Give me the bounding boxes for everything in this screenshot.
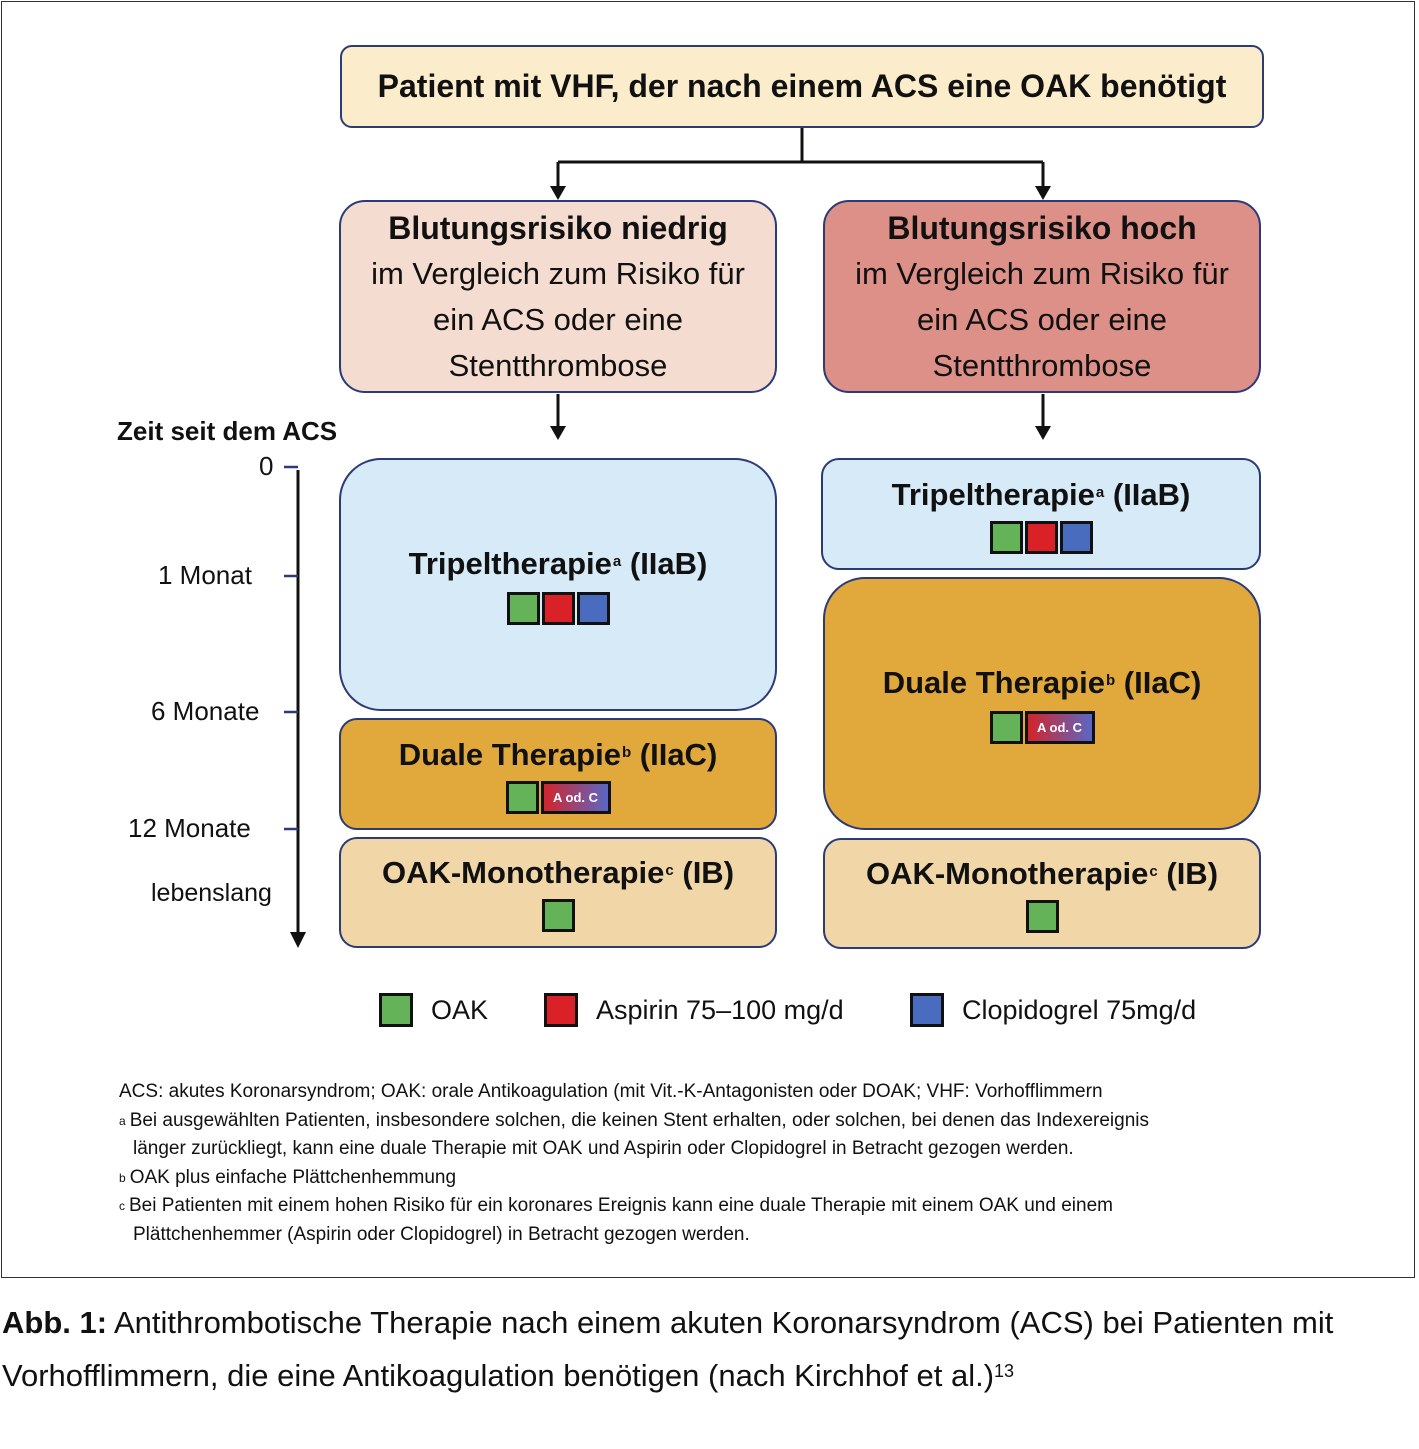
oak-square: [541, 899, 575, 932]
tick-6-months: 6 Monate: [151, 696, 260, 726]
aspirin-square: [541, 592, 575, 625]
footnote-a-cont: länger zurückliegt, kann eine duale Ther…: [133, 1138, 1074, 1159]
oak-square: [989, 520, 1023, 554]
footnote-abbrev: ACS: akutes Koronarsyndrom; OAK: orale A…: [119, 1081, 1103, 1102]
a-or-c-square: A od. C: [1024, 711, 1095, 744]
legend-aspirin: Aspirin 75–100 mg/d: [544, 993, 844, 1027]
oak-square: [506, 592, 540, 625]
tick-lifelong: lebenslang: [151, 879, 272, 907]
high-triple-title: Tripeltherapiea (IIaB): [891, 476, 1191, 512]
figure-caption: Abb. 1: Antithrombotische Therapie nach …: [2, 1305, 1334, 1393]
low-mono-box: OAK-Monotherapiec (IB): [339, 837, 777, 948]
low-triple-title: Tripeltherapiea (IIaB): [408, 546, 708, 581]
tick-1-month: 1 Monat: [158, 560, 252, 590]
patient-box: Patient mit VHF, der nach einem ACS eine…: [340, 45, 1264, 128]
high-dual-title: Duale Therapieb (IIaC): [882, 665, 1202, 700]
legend-clopidogrel: Clopidogrel 75mg/d: [910, 993, 1196, 1027]
oak-square: [1025, 900, 1059, 933]
footnote-c-cont: Plättchenhemmer (Aspirin oder Clopidogre…: [133, 1223, 750, 1245]
risk-low-box: Blutungsrisiko niedrig im Vergleich zum …: [339, 200, 777, 393]
oak-square: [989, 711, 1023, 744]
caption-label: Abb. 1:: [2, 1305, 108, 1340]
high-triple-box: Tripeltherapiea (IIaB): [821, 458, 1261, 570]
high-mono-title: OAK-Monotherapiec (IB): [865, 856, 1219, 891]
figure-frame: [1, 1, 1415, 1278]
axis-title: Zeit seit dem ACS: [117, 416, 338, 446]
risk-low-title: Blutungsrisiko niedrig: [388, 209, 728, 246]
legend-aspirin-swatch: [544, 993, 578, 1027]
high-mono-box: OAK-Monotherapiec (IB): [823, 838, 1261, 949]
high-dual-box: Duale Therapieb (IIaC) A od. C: [823, 577, 1261, 830]
tick-12-months: 12 Monate: [128, 813, 251, 843]
risk-high-box: Blutungsrisiko hoch im Vergleich zum Ris…: [823, 200, 1261, 393]
low-dual-title: Duale Therapieb (IIaC): [398, 736, 718, 772]
low-triple-box: Tripeltherapiea (IIaB): [339, 458, 777, 711]
oak-square: [505, 780, 539, 814]
caption-ref: 13: [994, 1361, 1015, 1381]
clopidogrel-square: [576, 592, 610, 625]
arrow-high-down: [1035, 426, 1051, 440]
tick-0: 0: [259, 451, 274, 481]
legend-oak: OAK: [379, 993, 488, 1027]
risk-high-title: Blutungsrisiko hoch: [887, 209, 1197, 246]
legend-clopidogrel-swatch: [910, 993, 944, 1027]
footnotes: ACS: akutes Koronarsyndrom; OAK: orale A…: [119, 1078, 1149, 1249]
low-mono-title: OAK-Monotherapiec (IB): [381, 855, 735, 890]
legend-oak-swatch: [379, 993, 413, 1027]
time-axis-arrow: [290, 932, 306, 948]
clopidogrel-square: [1059, 520, 1093, 554]
aspirin-square: [1024, 520, 1058, 554]
arrow-to-high: [1035, 186, 1051, 200]
arrow-low-down: [550, 426, 566, 440]
low-dual-box: Duale Therapieb (IIaC) A od. C: [339, 718, 777, 830]
arrow-to-low: [550, 186, 566, 200]
a-or-c-square: A od. C: [540, 780, 611, 814]
